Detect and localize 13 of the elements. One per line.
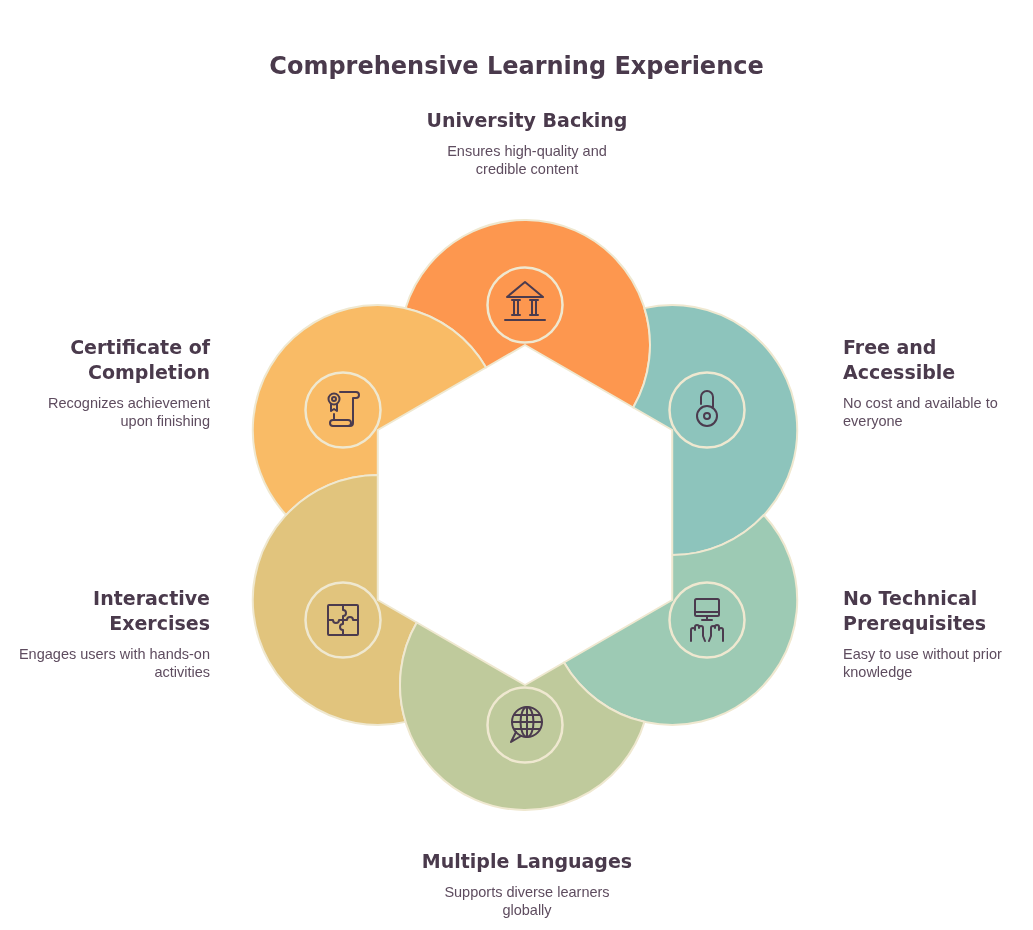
- section-heading: Multiple Languages: [421, 849, 633, 874]
- description-text: Recognizes achievement upon finishing: [47, 394, 210, 430]
- description-text: No cost and available to everyone: [843, 394, 999, 430]
- description-text: Engages users with hands-on activities: [17, 645, 210, 681]
- description-text: Supports diverse learners globally: [443, 883, 611, 919]
- description-text: Easy to use without prior knowledge: [843, 645, 1003, 681]
- description-text: Ensures high-quality and credible content: [446, 142, 608, 178]
- diagram-title: Comprehensive Learning Experience: [269, 52, 764, 80]
- section-heading: Interactive Exercises: [92, 586, 210, 636]
- section-heading: No Technical Prerequisites: [843, 586, 988, 636]
- section-heading: University Backing: [426, 108, 628, 133]
- section-heading: Free and Accessible: [843, 335, 957, 385]
- section-heading: Certificate of Completion: [69, 335, 210, 385]
